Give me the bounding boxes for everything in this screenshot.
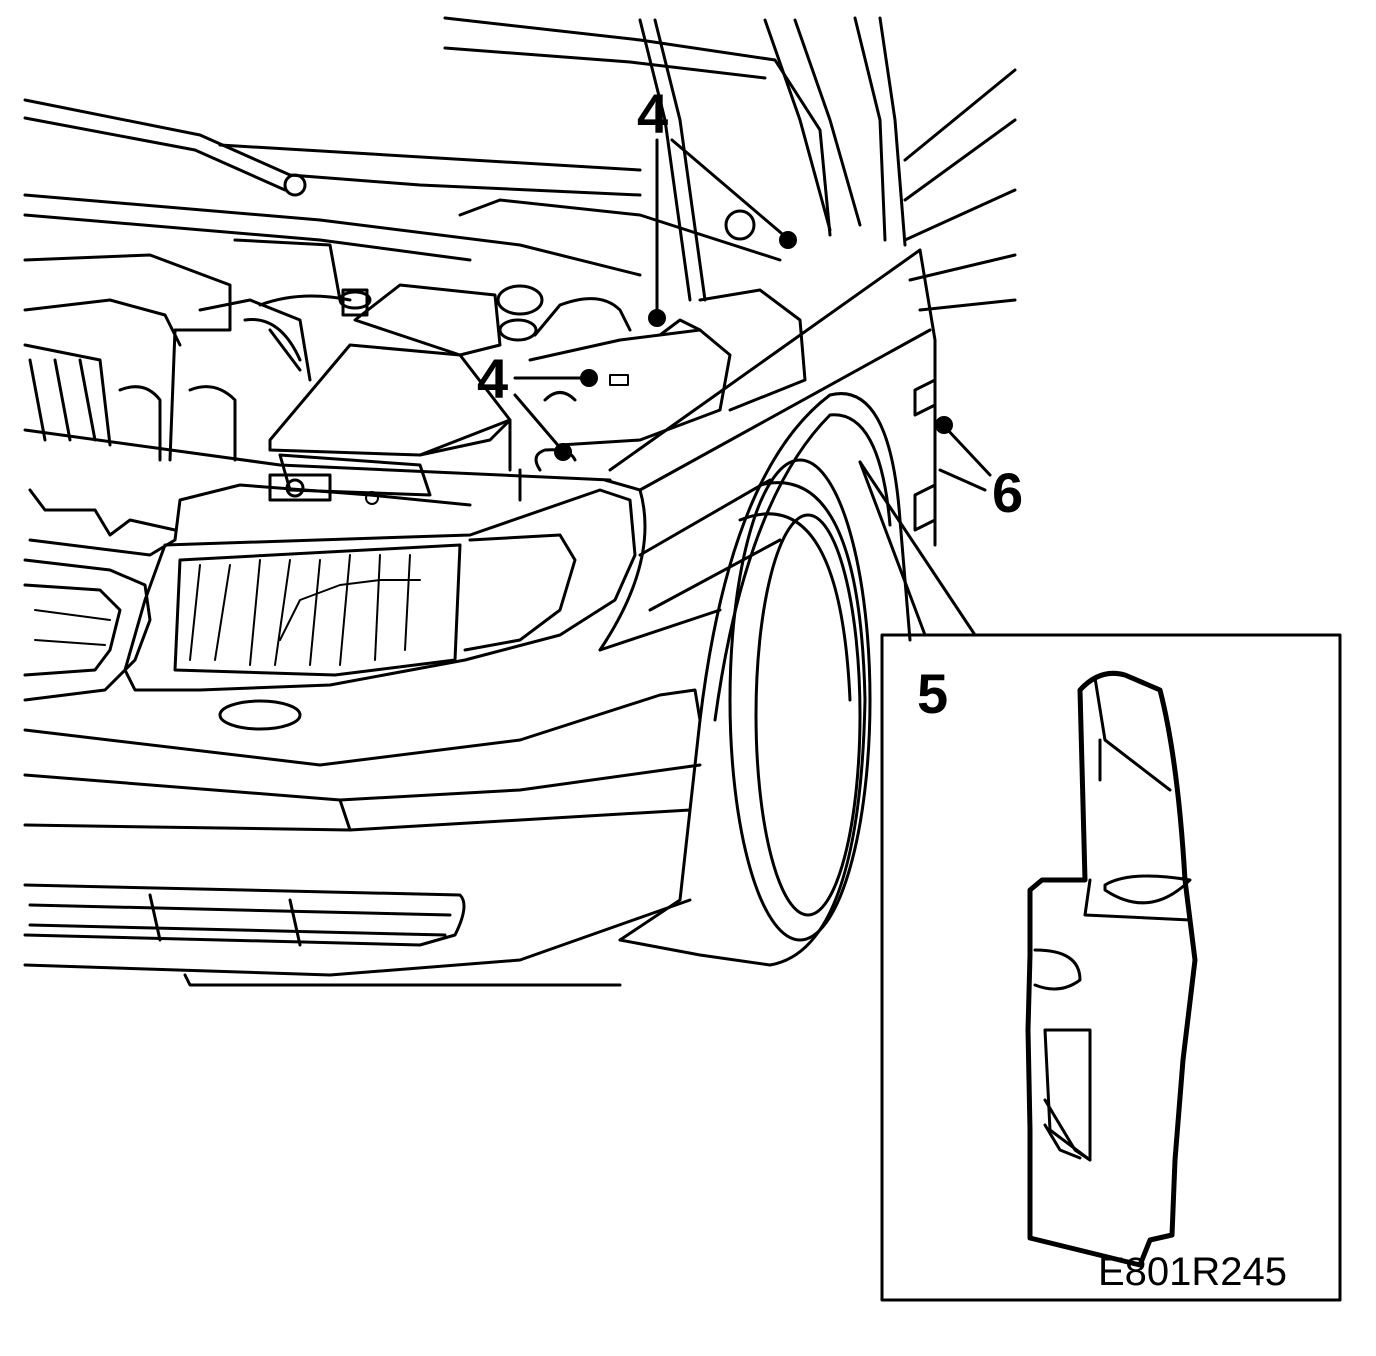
leader-lines: [513, 138, 992, 492]
cowl-and-wipers: [23, 98, 782, 277]
fastener-dot: [648, 309, 666, 327]
headlight: [123, 488, 637, 731]
fastener-dot: [580, 369, 598, 387]
fastener-dot: [779, 231, 797, 249]
fastener-dot: [935, 416, 953, 434]
hood-and-windshield: [443, 16, 1017, 312]
engine-bay: [23, 238, 807, 502]
front-bumper: [23, 688, 702, 987]
fastener-points: [554, 231, 953, 461]
detail-inset: [858, 460, 1342, 1302]
callout-4-upper: 4: [637, 82, 668, 145]
callout-5: 5: [917, 662, 948, 725]
wheel-assembly: [618, 392, 912, 967]
front-panel: [23, 428, 612, 557]
figure-code: E801R245: [1098, 1250, 1287, 1294]
grille: [23, 558, 152, 702]
callout-4-middle: 4: [477, 347, 508, 410]
fastener-dot: [554, 443, 572, 461]
front-fender: [598, 248, 937, 652]
callout-6: 6: [992, 461, 1023, 524]
